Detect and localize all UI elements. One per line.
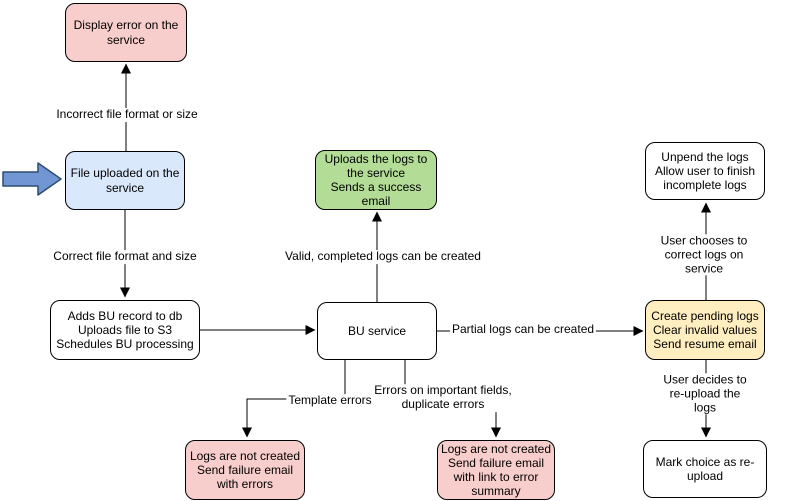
edge-label-valid-completed: Valid, completed logs can be created bbox=[283, 249, 483, 264]
node-logs-not-created-summary: Logs are not created Send failure email … bbox=[437, 440, 555, 500]
node-logs-not-created-errors: Logs are not created Send failure email … bbox=[185, 440, 305, 500]
edge-label-template-errors: Template errors bbox=[286, 393, 374, 408]
node-unpend-logs: Unpend the logs Allow user to finish inc… bbox=[645, 142, 765, 200]
node-file-uploaded: File uploaded on the service bbox=[65, 151, 185, 210]
edge-label-incorrect-format: Incorrect file format or size bbox=[54, 107, 200, 122]
node-logs-not-created-errors-label: Logs are not created Send failure email … bbox=[189, 448, 301, 492]
node-create-pending-logs: Create pending logs Clear invalid values… bbox=[645, 300, 765, 360]
node-uploads-logs-success: Uploads the logs to the service Sends a … bbox=[315, 150, 437, 210]
edge-label-important-field-errors: Errors on important fields, duplicate er… bbox=[372, 383, 514, 412]
node-logs-not-created-summary-label: Logs are not created Send failure email … bbox=[440, 441, 552, 499]
node-mark-reupload-label: Mark choice as re- upload bbox=[655, 454, 755, 483]
node-file-uploaded-label: File uploaded on the service bbox=[70, 166, 180, 195]
node-uploads-logs-success-label: Uploads the logs to the service Sends a … bbox=[324, 151, 428, 209]
node-create-pending-logs-label: Create pending logs Clear invalid values… bbox=[651, 308, 759, 352]
edge-label-correct-format: Correct file format and size bbox=[51, 249, 199, 264]
edge-label-partial-logs: Partial logs can be created bbox=[449, 322, 597, 337]
node-adds-bu-record: Adds BU record to db Uploads file to S3 … bbox=[50, 300, 200, 360]
node-bu-service-label: BU service bbox=[347, 323, 406, 338]
node-display-error-label: Display error on the service bbox=[73, 18, 179, 47]
node-unpend-logs-label: Unpend the logs Allow user to finish inc… bbox=[654, 149, 756, 193]
edge-label-user-chooses-correct: User chooses to correct logs on service bbox=[655, 233, 753, 276]
node-mark-reupload: Mark choice as re- upload bbox=[643, 440, 767, 498]
entry-arrow-icon bbox=[2, 162, 62, 196]
edge-label-user-decides-reupload: User decides to re-upload the logs bbox=[657, 372, 753, 415]
node-adds-bu-record-label: Adds BU record to db Uploads file to S3 … bbox=[56, 308, 194, 352]
node-bu-service: BU service bbox=[317, 302, 437, 360]
node-display-error: Display error on the service bbox=[65, 3, 187, 62]
